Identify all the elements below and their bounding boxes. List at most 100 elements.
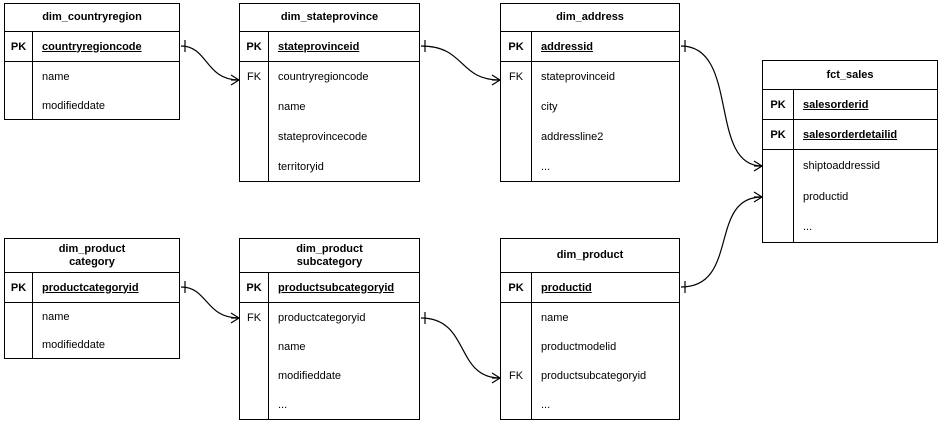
key-badge-pk: PK bbox=[763, 90, 794, 119]
key-column bbox=[5, 303, 33, 359]
entity-body: shiptoaddressid productid ... bbox=[763, 150, 937, 242]
table-row-pk[interactable]: PK productsubcategoryid bbox=[240, 273, 419, 303]
entity-title-line: dim_product bbox=[58, 242, 126, 255]
entity-title-line: category bbox=[69, 255, 115, 268]
entity-rows: PK stateprovinceid FK countryregioncode … bbox=[240, 32, 419, 181]
relationship-subcategory-product bbox=[420, 312, 501, 384]
key-badge-fk: FK bbox=[246, 71, 262, 83]
key-badge bbox=[763, 212, 793, 242]
key-badge bbox=[501, 152, 531, 181]
key-badge bbox=[501, 303, 531, 332]
field-list: shiptoaddressid productid ... bbox=[794, 150, 937, 242]
field-name: productsubcategoryid bbox=[541, 369, 647, 382]
key-badge bbox=[240, 332, 268, 361]
table-row-pk[interactable]: PK productcategoryid bbox=[5, 273, 179, 303]
field-name: stateprovincecode bbox=[278, 131, 368, 143]
entity-dim-countryregion[interactable]: dim_countryregion PK countryregioncode n… bbox=[4, 3, 180, 120]
field-name: city bbox=[541, 101, 558, 113]
key-badge bbox=[5, 331, 32, 359]
key-badge-fk: FK bbox=[508, 369, 524, 382]
field-name: salesorderid bbox=[803, 98, 869, 111]
relationship-address-fctsales bbox=[680, 40, 763, 172]
field-name: salesorderdetailid bbox=[803, 128, 898, 141]
key-column: FK bbox=[240, 62, 269, 181]
field-name: name bbox=[278, 340, 306, 353]
key-column: FK bbox=[501, 303, 532, 419]
key-badge bbox=[240, 92, 268, 122]
key-column bbox=[5, 62, 33, 120]
key-badge bbox=[5, 62, 32, 91]
entity-rows: PK productcategoryid name modifieddate bbox=[5, 273, 179, 359]
field-name: productcategoryid bbox=[278, 311, 366, 324]
field-name: productmodelid bbox=[541, 340, 617, 353]
field-name: modifieddate bbox=[278, 369, 341, 382]
entity-dim-stateprovince[interactable]: dim_stateprovince PK stateprovinceid FK … bbox=[239, 3, 420, 182]
key-badge-fk: FK bbox=[246, 311, 262, 324]
key-badge-pk: PK bbox=[240, 32, 269, 61]
entity-dim-productsubcategory[interactable]: dim_product subcategory PK productsubcat… bbox=[239, 238, 420, 420]
field-list: stateprovinceid city addressline2 ... bbox=[532, 62, 679, 181]
entity-body: FK countryregioncode name stateprovincec… bbox=[240, 62, 419, 181]
field-list: name modifieddate bbox=[33, 62, 179, 120]
key-badge-pk: PK bbox=[501, 273, 532, 302]
entity-body: FK name productmodelid productsubcategor… bbox=[501, 303, 679, 419]
entity-title-line: dim_stateprovince bbox=[280, 11, 379, 23]
field-name: productsubcategoryid bbox=[278, 281, 395, 294]
key-badge-pk: PK bbox=[5, 273, 33, 302]
field-name: modifieddate bbox=[42, 99, 105, 112]
field-list: name productmodelid productsubcategoryid… bbox=[532, 303, 679, 419]
field-name: shiptoaddressid bbox=[803, 159, 881, 172]
entity-dim-address[interactable]: dim_address PK addressid FK stateprovinc… bbox=[500, 3, 680, 182]
entity-dim-product[interactable]: dim_product PK productid FK name product… bbox=[500, 238, 680, 420]
entity-title: dim_address bbox=[501, 4, 679, 32]
table-row-pk[interactable]: PK salesorderdetailid bbox=[763, 120, 937, 150]
field-name: countryregioncode bbox=[42, 40, 142, 53]
entity-fct-sales[interactable]: fct_sales PK salesorderid PK salesorderd… bbox=[762, 60, 938, 243]
entity-title-line: dim_address bbox=[556, 11, 624, 23]
field-list: productcategoryid name modifieddate ... bbox=[269, 303, 419, 419]
entity-title: dim_product category bbox=[5, 239, 179, 273]
entity-title-line: fct_sales bbox=[826, 68, 874, 81]
entity-title-line: dim_product bbox=[296, 242, 363, 255]
key-badge bbox=[240, 152, 268, 181]
entity-body: FK productcategoryid name modifieddate .… bbox=[240, 303, 419, 419]
relationship-countryregion-stateprovince bbox=[180, 40, 240, 86]
entity-title-line: subcategory bbox=[296, 255, 363, 268]
field-name: name bbox=[42, 70, 70, 83]
key-badge bbox=[240, 390, 268, 419]
entity-title: fct_sales bbox=[763, 61, 937, 90]
key-badge bbox=[763, 181, 793, 212]
key-badge bbox=[501, 122, 531, 152]
key-column bbox=[763, 150, 794, 242]
table-row-pk[interactable]: PK stateprovinceid bbox=[240, 32, 419, 62]
field-name: modifieddate bbox=[42, 339, 105, 351]
field-name: productid bbox=[541, 281, 592, 294]
entity-dim-productcategory[interactable]: dim_product category PK productcategoryi… bbox=[4, 238, 180, 359]
key-badge-pk: PK bbox=[240, 273, 269, 302]
field-name: ... bbox=[278, 398, 288, 411]
entity-body: FK stateprovinceid city addressline2 ... bbox=[501, 62, 679, 181]
entity-rows: PK productid FK name productmodelid prod… bbox=[501, 273, 679, 419]
field-name: ... bbox=[541, 160, 551, 173]
relationship-productcategory-subcategory bbox=[180, 281, 240, 324]
relationship-product-fctsales bbox=[680, 191, 763, 293]
field-list: countryregioncode name stateprovincecode… bbox=[269, 62, 419, 181]
key-column: FK bbox=[240, 303, 269, 419]
field-list: name modifieddate bbox=[33, 303, 179, 359]
field-name: countryregioncode bbox=[278, 71, 369, 83]
entity-title-line: dim_countryregion bbox=[42, 11, 142, 23]
key-badge bbox=[240, 122, 268, 152]
key-badge-pk: PK bbox=[763, 120, 794, 149]
key-badge bbox=[501, 390, 531, 419]
field-name: addressid bbox=[541, 40, 593, 53]
key-badge bbox=[501, 332, 531, 361]
field-name: productid bbox=[803, 190, 849, 203]
table-row-pk[interactable]: PK addressid bbox=[501, 32, 679, 62]
entity-title-line: dim_product bbox=[556, 249, 624, 261]
entity-body: name modifieddate bbox=[5, 62, 179, 120]
key-badge-pk: PK bbox=[5, 32, 33, 61]
key-column: FK bbox=[501, 62, 532, 181]
table-row-pk[interactable]: PK salesorderid bbox=[763, 90, 937, 120]
table-row-pk[interactable]: PK countryregioncode bbox=[5, 32, 179, 62]
table-row-pk[interactable]: PK productid bbox=[501, 273, 679, 303]
